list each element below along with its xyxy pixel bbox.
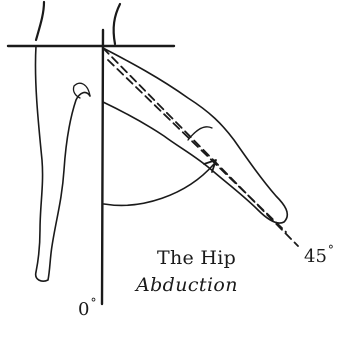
angle-0-value: 0 (78, 299, 89, 320)
angle-45-value: 45 (304, 246, 327, 267)
angle-label-45: 45° (304, 248, 334, 266)
degree-symbol: ° (90, 296, 96, 310)
standing-leg-inner (73, 83, 90, 98)
torso-right-edge (114, 4, 120, 44)
caption-text-abduction: Abduction (136, 274, 238, 296)
abducted-leg-knee (188, 127, 212, 140)
torso-left-edge (36, 2, 44, 40)
vertical-reference-line (102, 30, 103, 304)
caption-text-hip: The Hip (157, 247, 236, 269)
angle-label-0: 0° (78, 301, 96, 319)
degree-symbol: ° (328, 243, 334, 257)
caption-title-line: The Hip (157, 249, 236, 268)
abduction-angle-arc (104, 164, 214, 205)
abducted-leg (103, 48, 287, 223)
standing-leg (35, 46, 90, 281)
axis-dashed-line-lower (108, 60, 286, 232)
caption-subtitle-line: Abduction (136, 276, 238, 295)
